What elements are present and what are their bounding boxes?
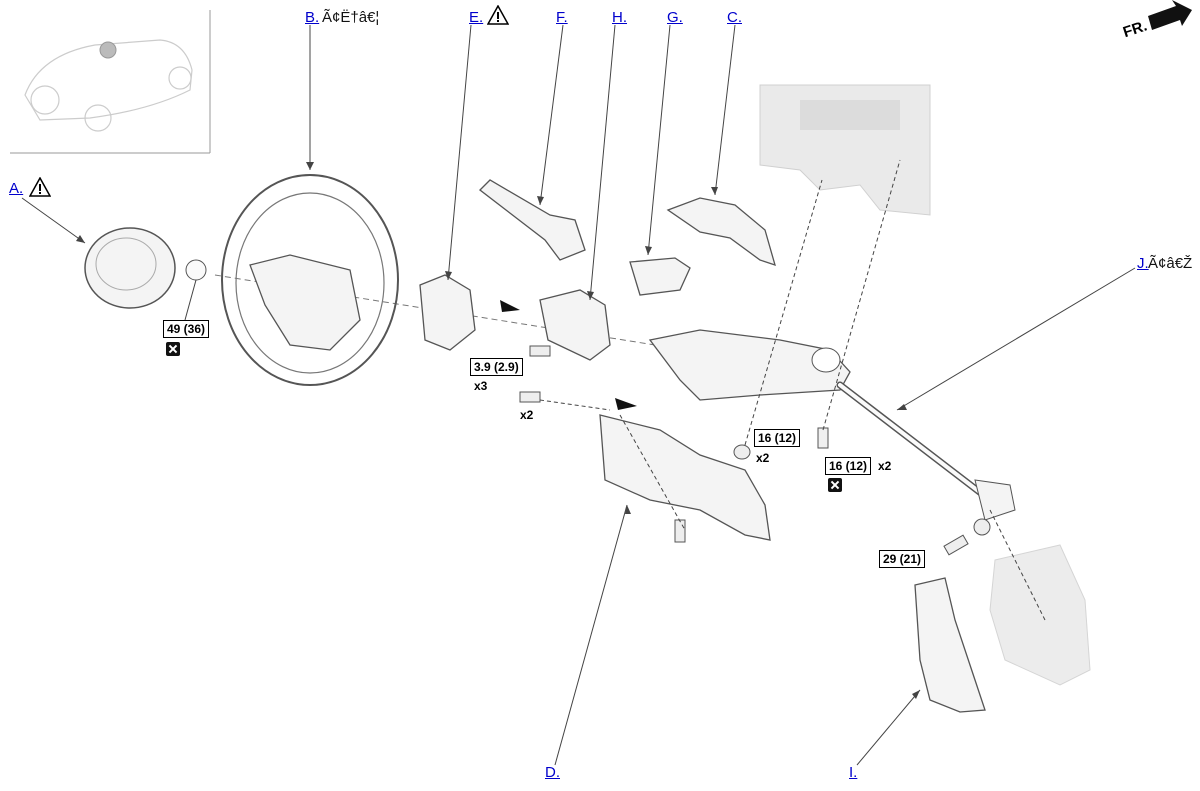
- leader-arrowheads: [76, 162, 920, 699]
- label-i-link[interactable]: I.: [849, 764, 858, 781]
- steering-wheel[interactable]: [221, 174, 399, 386]
- column-nut: [733, 444, 751, 460]
- replace-part-icon-airbag: [166, 342, 180, 356]
- label-j-suffix: Ã¢â€Ž: [1148, 255, 1193, 272]
- qty-clockspring-screw: x3: [474, 379, 488, 393]
- label-b-link[interactable]: B.: [305, 9, 320, 26]
- torque-column-bolt: 16 (12): [825, 457, 872, 475]
- qty-column-bolt: x2: [878, 459, 892, 473]
- front-direction-arrow: [1148, 0, 1192, 30]
- intermediate-shaft[interactable]: [836, 381, 1016, 521]
- torque-joint-bolt: 29 (21): [879, 550, 926, 568]
- spiral-cable-clockspring[interactable]: [419, 274, 476, 351]
- assembly-direction-arrow: [500, 300, 520, 312]
- label-g-link[interactable]: G.: [667, 9, 683, 26]
- qty-cover-screw: x2: [520, 408, 534, 422]
- label-h-link[interactable]: H.: [612, 9, 627, 26]
- driver-airbag[interactable]: [84, 227, 176, 309]
- clockspring-screw: [529, 345, 551, 357]
- steering-column[interactable]: [648, 329, 851, 401]
- leader-lines: [21, 24, 1136, 766]
- label-j-link[interactable]: J.: [1137, 255, 1149, 272]
- lower-column-cover[interactable]: [599, 414, 771, 541]
- upper-column-cover[interactable]: [666, 197, 776, 267]
- torque-column-nut: 16 (12): [754, 429, 801, 447]
- joint-bolt: [943, 534, 969, 556]
- label-a-link[interactable]: A.: [9, 180, 24, 197]
- cover-screw-bottom: [674, 519, 686, 543]
- warning-icon-a: [29, 177, 51, 197]
- replace-part-icon-column: [828, 478, 842, 492]
- label-b-suffix: Ã¢Ë†â€¦: [322, 9, 380, 26]
- joint-washer: [973, 518, 991, 536]
- assembly-direction-arrow-2: [615, 398, 637, 410]
- label-d-link[interactable]: D.: [545, 764, 560, 781]
- switch-g[interactable]: [629, 257, 691, 296]
- instrument-panel-ghost: [759, 84, 931, 216]
- torque-airbag-bolt: 49 (36): [163, 320, 210, 338]
- vehicle-locator-inset: [10, 10, 211, 154]
- column-bolt: [817, 427, 829, 449]
- combination-switch-f[interactable]: [479, 179, 586, 261]
- steering-gear-ghost: [989, 544, 1091, 686]
- torque-clockspring-screw: 3.9 (2.9): [470, 358, 523, 376]
- label-e-link[interactable]: E.: [469, 9, 484, 26]
- switch-body-h[interactable]: [539, 289, 611, 361]
- airbag-bolt: [185, 259, 207, 281]
- qty-column-nut: x2: [756, 451, 770, 465]
- label-f-link[interactable]: F.: [556, 9, 568, 26]
- dash-boot[interactable]: [914, 577, 986, 713]
- warning-icon-e: [487, 5, 509, 25]
- label-c-link[interactable]: C.: [727, 9, 742, 26]
- cover-screw: [519, 391, 541, 403]
